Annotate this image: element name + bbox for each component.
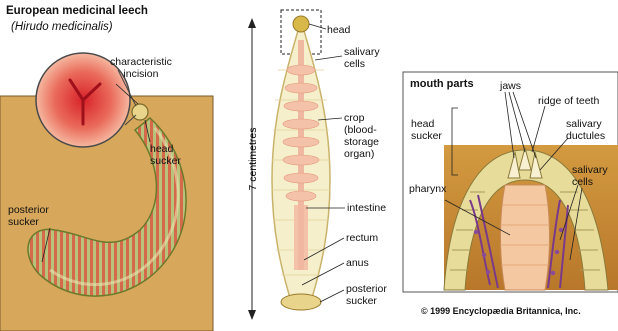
- label-salivary-ductules: salivary ductules: [566, 118, 605, 142]
- scale-arrow-top: [248, 18, 256, 28]
- leader-posterior-sucker-mid: [320, 290, 344, 302]
- label-head-sucker-right: head sucker: [411, 118, 442, 142]
- right-panel-title: mouth parts: [410, 78, 474, 91]
- leader-salivary-cells-mid: [315, 56, 342, 60]
- label-head-mid: head: [327, 24, 350, 36]
- label-ridge-of-teeth: ridge of teeth: [538, 95, 599, 107]
- label-characteristic-incision: characteristic incision: [110, 56, 172, 80]
- scale-label: 7 centimetres: [247, 119, 259, 199]
- label-jaws: jaws: [500, 80, 521, 92]
- head-shape: [293, 16, 309, 32]
- left-panel: [0, 53, 213, 331]
- posterior-sucker-shape: [281, 294, 321, 310]
- pharynx-shape: [500, 185, 549, 290]
- copyright-notice: © 1999 Encyclopædia Britannica, Inc.: [421, 306, 581, 316]
- label-anus: anus: [346, 257, 369, 269]
- label-salivary-cells-mid: salivary cells: [344, 46, 380, 70]
- label-head-sucker-left: head sucker: [150, 143, 181, 167]
- label-intestine: intestine: [347, 202, 386, 214]
- leader-head-mid: [309, 24, 326, 29]
- scale-arrow-bottom: [248, 310, 256, 320]
- middle-panel: [248, 10, 345, 320]
- label-pharynx: pharynx: [409, 183, 446, 195]
- label-posterior-sucker-left: posterior sucker: [8, 204, 49, 228]
- head-sucker-shape: [132, 104, 148, 120]
- left-panel-subtitle: (Hirudo medicinalis): [11, 21, 113, 34]
- left-panel-title: European medicinal leech: [6, 5, 148, 18]
- label-posterior-sucker-mid: posterior sucker: [346, 283, 387, 307]
- label-crop: crop (blood- storage organ): [344, 112, 379, 160]
- label-rectum: rectum: [346, 232, 378, 244]
- label-salivary-cells-right: salivary cells: [572, 164, 608, 188]
